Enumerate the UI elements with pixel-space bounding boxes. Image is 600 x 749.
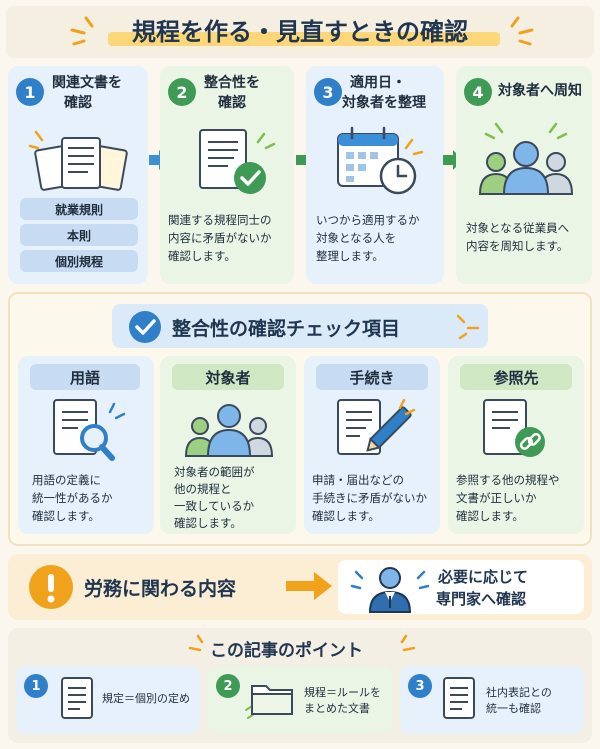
check-item-references-label: 参照先 xyxy=(460,364,572,390)
check-item-targets-desc-line2: 他の規程と xyxy=(174,482,232,496)
step-3-title-line1: 適用日・ xyxy=(350,75,406,91)
sparkle-left-icon xyxy=(70,16,94,46)
check-heading-banner xyxy=(112,304,488,348)
people-group-icon xyxy=(478,122,574,195)
point-3-text-line2: 統一も確認 xyxy=(486,702,541,715)
step-3-desc-line2: 対象となる人を xyxy=(316,231,397,245)
step-3-desc-line3: 整理します。 xyxy=(316,249,384,263)
point-2-card xyxy=(208,666,392,734)
step-1-title-line2: 確認 xyxy=(64,95,92,111)
step-2-title-line2: 確認 xyxy=(218,95,246,111)
check-item-procedures-desc-line2: 手続きに矛盾がないか xyxy=(312,491,427,505)
sparkle-right-icon xyxy=(400,634,416,652)
step-3-title-line2: 対象者を整理 xyxy=(342,95,426,111)
step-2-desc-line2: 内容に矛盾がないか xyxy=(168,231,272,245)
check-heading: 整合性の確認チェック項目 xyxy=(172,318,401,340)
step-1-number: 1 xyxy=(16,78,44,106)
expert-text-line2: 専門家へ確認 xyxy=(436,590,527,608)
folder-icon xyxy=(245,685,293,719)
step-3-desc-line1: いつから適用するか xyxy=(316,213,420,227)
step-4-number: 4 xyxy=(464,78,492,106)
sparkle-left-icon xyxy=(188,634,204,652)
point-1-card xyxy=(16,666,200,734)
expert-text-line1: 必要に応じて xyxy=(438,568,529,586)
documents-icon xyxy=(28,130,128,191)
sparkle-right-icon xyxy=(510,16,534,46)
step-2-desc-line1: 関連する規程同士の xyxy=(168,213,272,227)
check-item-references-desc-line1: 参照する他の規程や xyxy=(456,473,560,487)
tag-main-rules: 本則 xyxy=(20,224,138,246)
document-link-icon xyxy=(483,399,545,457)
step-1-title-line1: 関連文書を xyxy=(52,75,122,91)
step-2-desc-line3: 確認します。 xyxy=(168,249,236,263)
sparkle-icon xyxy=(456,314,480,340)
expert-person-icon xyxy=(350,567,430,613)
step-3-number: 3 xyxy=(314,78,342,106)
step-2-title-line1: 整合性を xyxy=(204,75,260,91)
check-item-terms-desc-line2: 統一性があるか xyxy=(32,491,113,505)
check-item-terms-desc-line1: 用語の定義に xyxy=(32,473,101,487)
people-group-icon xyxy=(184,404,274,457)
point-3-number: 3 xyxy=(408,674,432,698)
check-item-procedures-label: 手続き xyxy=(316,364,428,390)
check-item-targets-desc-line4: 確認します。 xyxy=(174,516,242,530)
document-check-icon xyxy=(199,129,276,194)
point-3-text-line1: 社内表記との xyxy=(486,686,552,699)
check-item-terms-label: 用語 xyxy=(30,364,140,390)
arrow-right-icon xyxy=(286,572,332,600)
step-4-desc-line2: 内容を周知します。 xyxy=(466,239,569,253)
step-4-title: 対象者へ周知 xyxy=(498,83,582,99)
tag-individual-rules: 個別規程 xyxy=(20,250,138,272)
step-4-desc-line1: 対象となる従業員へ xyxy=(466,221,570,235)
point-2-text-line1: 規程＝ルールを xyxy=(304,686,381,699)
check-item-targets-label: 対象者 xyxy=(172,364,284,390)
check-item-procedures-desc-line3: 確認します。 xyxy=(312,509,380,523)
tag-work-rules: 就業規則 xyxy=(20,198,138,220)
document-icon xyxy=(443,677,475,719)
warning-icon xyxy=(29,565,73,609)
title-highlight xyxy=(108,32,500,46)
check-item-targets-desc-line1: 対象者の範囲が xyxy=(174,465,255,479)
point-1-number: 1 xyxy=(24,674,48,698)
calendar-clock-icon xyxy=(337,126,424,195)
document-icon xyxy=(61,677,93,719)
check-item-targets-desc-line3: 一致しているか xyxy=(174,499,255,513)
point-1-text: 規定＝個別の定め xyxy=(102,692,190,705)
point-3-card xyxy=(400,666,584,734)
check-item-references-desc-line2: 文書が正しいか xyxy=(456,491,537,505)
point-2-text-line2: まとめた文書 xyxy=(304,702,370,715)
step-2-number: 2 xyxy=(168,78,196,106)
point-2-number: 2 xyxy=(216,674,240,698)
document-pen-icon xyxy=(337,398,416,455)
magnifier-document-icon xyxy=(53,399,126,461)
points-heading: この記事のポイント xyxy=(210,641,363,661)
check-circle-icon xyxy=(129,311,161,343)
check-item-references-desc-line3: 確認します。 xyxy=(456,509,524,523)
check-item-terms-desc-line3: 確認します。 xyxy=(32,509,100,523)
page-title: 規程を作る・見直すときの確認 xyxy=(132,18,468,46)
labor-text: 労務に関わる内容 xyxy=(84,578,237,600)
check-item-procedures-desc-line1: 申請・届出などの xyxy=(312,473,404,487)
